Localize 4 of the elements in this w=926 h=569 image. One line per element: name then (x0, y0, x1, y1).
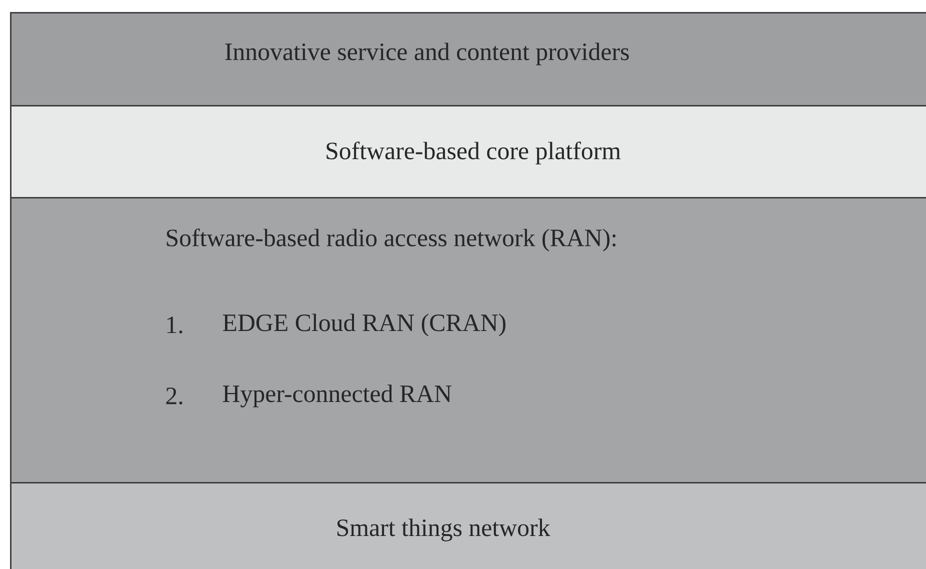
layer-band: Software-based core platform (10, 105, 926, 198)
layer-band: Innovative service and content providers (10, 12, 926, 106)
layer-band: Software-based radio access network (RAN): 1. EDGE Cloud RAN (CRAN) 2. Hyper-connected RAN (10, 197, 926, 484)
layer-band: Smart things network (10, 482, 926, 569)
